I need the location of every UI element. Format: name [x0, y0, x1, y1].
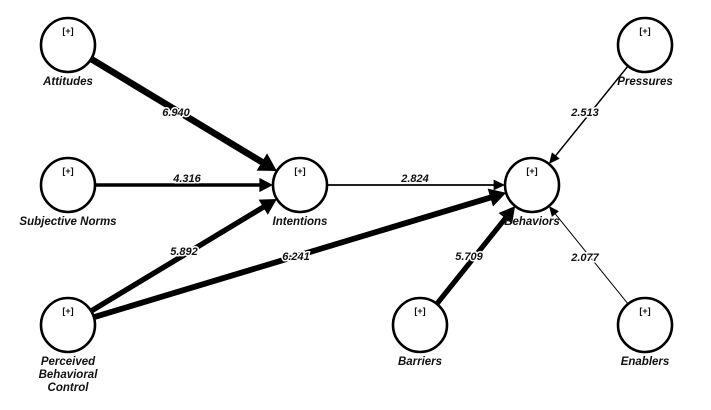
- node-circle[interactable]: [271, 156, 329, 214]
- node-circle[interactable]: [39, 156, 97, 214]
- node-label: Subjective Norms: [19, 216, 116, 228]
- node-label: Behaviors: [504, 216, 560, 228]
- edge-weight-label: 4.316: [172, 173, 201, 185]
- node-label: Pressures: [617, 76, 673, 88]
- node-enablers[interactable]: [+] Enablers: [616, 296, 674, 368]
- edge-arrowhead: [548, 152, 560, 164]
- edge-weight-label: 2.077: [570, 252, 599, 264]
- edge-line[interactable]: [89, 200, 272, 314]
- node-expand-badge[interactable]: [+]: [639, 26, 650, 36]
- edge-perceived-behavioral-control-behaviors[interactable]: 6.241: [93, 188, 507, 320]
- edge-enablers-behaviors[interactable]: 2.077: [548, 206, 629, 305]
- node-expand-badge[interactable]: [+]: [294, 166, 305, 176]
- edge-weight-label: 2.824: [400, 173, 429, 185]
- node-label: Attitudes: [42, 76, 93, 88]
- node-circle[interactable]: [616, 296, 674, 354]
- edge-arrowhead: [256, 153, 277, 172]
- node-circle[interactable]: [391, 296, 449, 354]
- node-circle[interactable]: [503, 156, 561, 214]
- edge-weight-label: 5.892: [170, 246, 198, 258]
- node-expand-badge[interactable]: [+]: [62, 166, 73, 176]
- node-pressures[interactable]: [+] Pressures: [616, 16, 674, 88]
- node-barriers[interactable]: [+] Barriers: [391, 296, 449, 368]
- edge-line[interactable]: [551, 65, 629, 161]
- node-label: Intentions: [273, 216, 328, 228]
- edge-weight-label: 6.241: [282, 251, 310, 263]
- edge-weight-label: 2.513: [570, 107, 599, 119]
- edge-arrowhead: [258, 198, 277, 215]
- node-expand-badge[interactable]: [+]: [526, 166, 537, 176]
- edge-arrowhead: [259, 177, 273, 193]
- node-intentions[interactable]: [+] Intentions: [271, 156, 329, 228]
- node-expand-badge[interactable]: [+]: [62, 26, 73, 36]
- node-expand-badge[interactable]: [+]: [414, 306, 425, 316]
- node-circle[interactable]: [39, 16, 97, 74]
- node-circle[interactable]: [39, 296, 97, 354]
- node-circle[interactable]: [616, 16, 674, 74]
- edge-intentions-behaviors[interactable]: 2.824: [327, 171, 505, 191]
- node-label: Enablers: [621, 356, 670, 368]
- edge-line[interactable]: [551, 209, 629, 305]
- node-attitudes[interactable]: [+] Attitudes: [39, 16, 97, 88]
- node-behaviors[interactable]: [+] Behaviors: [503, 156, 561, 228]
- edge-line[interactable]: [89, 56, 272, 170]
- node-expand-badge[interactable]: [+]: [62, 306, 73, 316]
- edge-weight-label: 5.709: [455, 251, 483, 263]
- edge-perceived-behavioral-control-intentions[interactable]: 5.892: [89, 198, 277, 314]
- edge-arrowhead: [548, 206, 559, 217]
- node-label: Barriers: [398, 356, 442, 368]
- edge-arrowhead: [498, 206, 516, 224]
- node-label: Perceived: [41, 356, 96, 368]
- edge-barriers-behaviors[interactable]: 5.709: [434, 206, 516, 306]
- edge-line[interactable]: [434, 210, 513, 306]
- node-expand-badge[interactable]: [+]: [639, 306, 650, 316]
- edge-attitudes-intentions[interactable]: 6.940: [89, 56, 277, 172]
- edge-pressures-behaviors[interactable]: 2.513: [548, 65, 629, 164]
- edge-line[interactable]: [93, 192, 500, 320]
- node-label: Behavioral: [39, 369, 99, 381]
- node-label: Control: [48, 382, 90, 394]
- edge-arrowhead: [487, 188, 507, 207]
- edge-arrowhead: [493, 179, 505, 191]
- node-subjective-norms[interactable]: [+] Subjective Norms: [19, 156, 117, 228]
- edge-subjective-norms-intentions[interactable]: 4.316: [95, 171, 273, 193]
- edge-weight-label: 6.940: [162, 107, 190, 119]
